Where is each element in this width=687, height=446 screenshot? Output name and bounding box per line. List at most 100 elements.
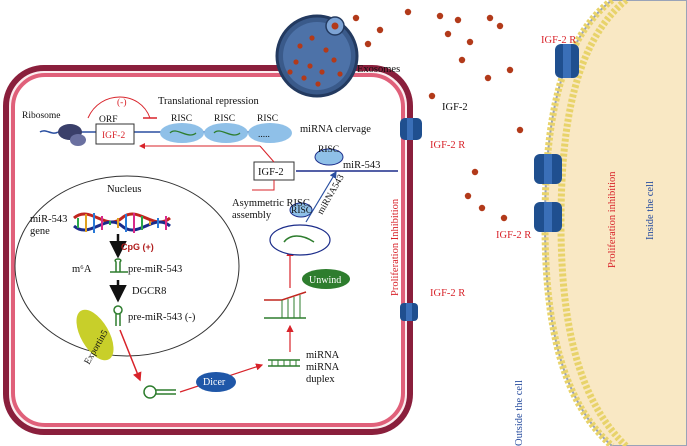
risc-shape-3 — [248, 123, 292, 143]
igf2-box-label: IGF-2 — [258, 167, 284, 178]
igf2-top-label: IGF-2 — [442, 102, 468, 113]
risc-label-3: RISC — [257, 114, 278, 124]
right-cell-receptors — [534, 44, 579, 232]
exosomes-label: Exosomes — [357, 64, 400, 75]
extracellular-particle — [464, 192, 472, 200]
dicer-shape — [196, 372, 236, 392]
risc-small-shape — [289, 202, 313, 218]
risc-dots-label: ..... — [258, 130, 270, 140]
exosome-particle — [319, 69, 325, 75]
exosome-particle — [307, 63, 313, 69]
risc-label-1: RISC — [171, 114, 192, 124]
extracellular-particle — [486, 14, 494, 22]
translational-repression-label: Translational repression — [158, 96, 260, 107]
outside-cell-label: Outside the cell — [514, 380, 525, 446]
extracellular-particle — [506, 66, 514, 74]
receptor-right-top — [555, 44, 579, 78]
exosome-particle — [323, 47, 329, 53]
extracellular-particle — [376, 26, 384, 34]
extracellular-particle — [454, 16, 462, 24]
pri-mirna-hairpin — [110, 258, 128, 273]
igf2r-right-cell-label: IGF-2 R — [541, 35, 576, 46]
exosome-particle — [297, 43, 303, 49]
mirna-duplex — [268, 359, 300, 367]
exosome-particle — [301, 75, 307, 81]
extracellular-particle — [404, 8, 412, 16]
unwind-label: Unwind — [309, 275, 341, 286]
exosome-particle — [287, 69, 293, 75]
cpg-label: CpG (+) — [121, 242, 154, 252]
asymmetric-risc-label-1: Asymmetric RISC — [232, 198, 310, 209]
cytoplasm-pre-mirna — [143, 385, 176, 399]
exosome-particle — [331, 57, 337, 63]
extracellular-particle — [352, 14, 360, 22]
dna-helix — [73, 212, 171, 233]
left-cell-receptors — [400, 118, 422, 321]
inside-cell-label: Inside the cell — [645, 181, 656, 240]
nucleus-envelope — [14, 175, 240, 357]
extracellular-particle — [471, 168, 479, 176]
extracellular-particle — [466, 38, 474, 46]
extracellular-particle — [364, 40, 372, 48]
exportin5-shape — [76, 309, 114, 361]
extracellular-particle — [428, 92, 436, 100]
risc-cleave-shape — [314, 148, 344, 166]
exosome-particle — [293, 59, 299, 65]
receptor-right-low — [534, 202, 562, 232]
orf-label: ORF — [99, 115, 117, 125]
exosome-particle — [309, 35, 315, 41]
risc-small-label: RISC — [291, 206, 312, 216]
exosome-inner-particles — [287, 35, 343, 87]
extracellular-particle — [458, 56, 466, 64]
risc-loaded-strand — [283, 235, 315, 243]
risc-label-2: RISC — [214, 114, 235, 124]
asymmetric-risc-ellipse — [269, 224, 331, 256]
igf2-mrna-label: IGF-2 — [102, 131, 125, 141]
receptor-right-mid — [534, 154, 562, 184]
igf2r-mid-label: IGF-2 R — [496, 230, 531, 241]
ribosome-label: Ribosome — [22, 111, 61, 121]
extracellular-particle — [500, 214, 508, 222]
pre-mirna-hairpin — [113, 305, 123, 326]
mir543-gene-label-2: gene — [30, 226, 50, 237]
exosome-vesicle — [275, 14, 359, 98]
dicer-label: Dicer — [203, 377, 226, 388]
mirna-cleavage-label: miRNA clervage — [300, 124, 371, 135]
mirna-label-1: miRNA — [306, 350, 340, 361]
extracellular-particle — [478, 204, 486, 212]
igf2-path-arrow — [259, 145, 275, 163]
proliferation-inhibition-right-label: Proliferation inhibition — [607, 171, 618, 268]
extracellular-particle — [436, 12, 444, 20]
dgcr8-label: DGCR8 — [132, 286, 166, 297]
export-arrow — [119, 329, 142, 382]
extracellular-particle — [444, 30, 452, 38]
extracellular-particle — [496, 22, 504, 30]
right-cell-inner-lipid — [557, 0, 629, 446]
mirna-label-2: miRNA — [306, 362, 340, 373]
nucleus-label: Nucleus — [107, 184, 141, 195]
pre-mir543-label: pre-miR-543 — [128, 264, 182, 275]
minus-sign-label: (-) — [117, 97, 127, 108]
mir543-cleave-label: miR-543 — [343, 160, 380, 171]
orf-box — [95, 123, 135, 145]
extracellular-particle — [484, 74, 492, 82]
exosome-particle — [337, 71, 343, 77]
igf2r-top-label: IGF-2 R — [430, 140, 465, 151]
asymmetric-risc-label-2: assembly — [232, 210, 272, 221]
extracellular-particles — [352, 8, 524, 222]
extracellular-particle — [516, 126, 524, 134]
m6a-label: m⁶A — [72, 264, 92, 275]
unwind-shape — [302, 269, 350, 289]
unwinding-strands — [264, 291, 307, 319]
duplex-label: duplex — [306, 374, 335, 385]
pre-mir543-minus-label: pre-miR-543 (-) — [128, 312, 196, 323]
proliferation-inhibition-left-label: Proliferation Inhibition — [390, 198, 401, 296]
risc-to-target-arrow — [305, 170, 337, 223]
receptor-left-low — [400, 303, 418, 321]
igf2r-lower-label: IGF-2 R — [430, 288, 465, 299]
mir543-gene-label-1: miR-543 — [30, 214, 67, 225]
receptor-left-top — [400, 118, 422, 140]
exosome-particle — [315, 81, 321, 87]
